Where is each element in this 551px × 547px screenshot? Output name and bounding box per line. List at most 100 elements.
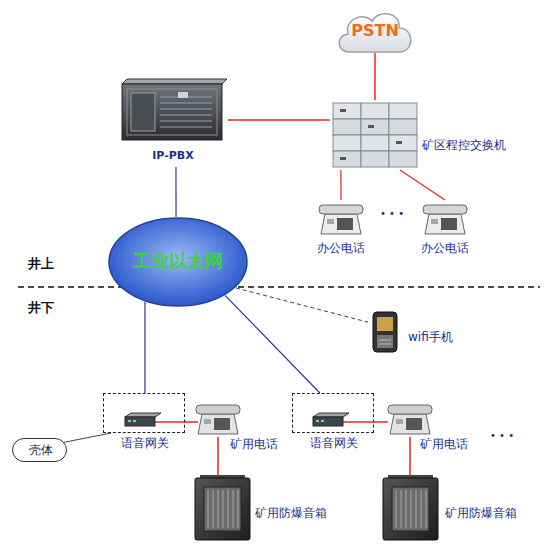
- office-phone-illustration: [319, 205, 363, 234]
- zone-label: 井下: [28, 300, 54, 316]
- node-label: 壳体: [13, 443, 68, 457]
- exchange-rack-illustration: [396, 141, 402, 144]
- connector-line: [374, 421, 388, 423]
- voice-gateway-illustration: [316, 420, 319, 422]
- callout-box: 壳体: [12, 438, 67, 462]
- server-illustration: [160, 127, 212, 128]
- mine-phone-illustration: [406, 418, 422, 430]
- office-phone-illustration: [423, 205, 467, 214]
- connector-line: [340, 170, 341, 200]
- server-illustration: [160, 109, 212, 110]
- node-label: wifi手机: [408, 330, 453, 344]
- node-label: 语音网关: [293, 436, 375, 450]
- node-label: 工业以太网: [108, 250, 248, 272]
- speaker-illustration: [416, 490, 417, 528]
- voice-gateway-illustration: [125, 417, 155, 426]
- gateway-wire: [343, 421, 374, 423]
- wifi-phone-illustration: [377, 335, 393, 348]
- office-phone-illustration: [337, 218, 353, 230]
- server-illustration: [160, 115, 212, 116]
- exchange-rack-illustration: [389, 151, 417, 167]
- voice-gateway-illustration: [321, 420, 324, 422]
- mine-phone-illustration: [390, 414, 430, 434]
- connector-line: [400, 170, 445, 200]
- exchange-rack-illustration: [361, 151, 389, 167]
- exchange-rack-illustration: [333, 135, 361, 151]
- node-label: 办公电话: [416, 241, 474, 255]
- speaker-illustration: [238, 490, 239, 528]
- voice-gateway-illustration: [125, 413, 161, 426]
- office-phone-illustration: [319, 205, 363, 214]
- server-illustration: [160, 103, 212, 104]
- node-label: 矿用防爆音箱: [445, 506, 517, 520]
- office-phone: 办公电话: [312, 200, 370, 257]
- speaker-illustration: [401, 490, 402, 528]
- speaker-illustration: [233, 490, 234, 528]
- wifi-phone-illustration: [373, 312, 397, 352]
- server-illustration: [160, 121, 212, 122]
- speaker-illustration: [195, 475, 250, 540]
- ellipsis-mark: • • •: [490, 430, 514, 442]
- office-phone-illustration: [425, 214, 465, 234]
- office-phone-illustration: [423, 205, 467, 234]
- speaker-illustration: [392, 487, 429, 531]
- speaker-illustration: [383, 475, 438, 540]
- mine-phone-illustration: [196, 405, 240, 434]
- exchange-rack-illustration: [389, 103, 417, 119]
- wifi-phone-illustration: [373, 312, 397, 352]
- connector-line: [236, 288, 368, 322]
- exchange-rack-illustration: [333, 103, 361, 119]
- voice-gateway-illustration: [133, 420, 136, 422]
- ip-pbx-server: IP-PBX: [118, 75, 228, 167]
- mine-phone-illustration: [204, 419, 211, 424]
- exchange-rack-illustration: [361, 119, 389, 135]
- office-phone-illustration: [431, 219, 438, 224]
- gateway-housing: 语音网关: [292, 393, 374, 433]
- node-label: 矿用电话: [230, 437, 278, 451]
- exchange-rack-illustration: [361, 135, 389, 151]
- mine-phone: 矿用电话: [388, 403, 468, 437]
- exchange-rack-illustration: [368, 125, 374, 128]
- wifi-phone: wifi手机: [368, 310, 458, 355]
- connector-line: [374, 53, 376, 100]
- speaker-illustration: [411, 490, 412, 528]
- gateway-wire: [343, 422, 374, 423]
- office-phone: 办公电话: [416, 200, 474, 257]
- connector-line: [175, 167, 176, 217]
- node-label: 矿区程控交换机: [422, 138, 506, 152]
- exchange-rack-illustration: [333, 151, 361, 167]
- speaker-illustration: [213, 490, 214, 528]
- exchange-rack-illustration: [340, 109, 346, 112]
- server-illustration: [122, 79, 227, 84]
- server-illustration: [178, 92, 188, 98]
- mine-phone-illustration: [214, 418, 230, 430]
- office-phone-illustration: [321, 214, 361, 234]
- mine-phone-illustration: [396, 419, 403, 424]
- office-phone-illustration: [441, 218, 457, 230]
- zone-label: 井上: [28, 256, 54, 272]
- voice-gateway-illustration: [313, 417, 343, 426]
- exchange-rack-illustration: [361, 103, 389, 119]
- connector-line: [409, 437, 411, 476]
- speaker-illustration: [421, 490, 422, 528]
- speaker-illustration: [396, 490, 397, 528]
- gateway-housing: 语音网关: [103, 393, 185, 433]
- connector-line: [144, 302, 145, 393]
- exchange-rack-illustration: [389, 135, 417, 151]
- mine-phone: 矿用电话: [198, 403, 278, 437]
- gateway-wire: [155, 422, 185, 423]
- speaker-illustration: [383, 478, 438, 540]
- node-label: 办公电话: [312, 241, 370, 255]
- pstn-cloud: PSTN: [335, 8, 415, 53]
- exchange-rack-illustration: [333, 103, 417, 167]
- voice-gateway-illustration: [313, 413, 349, 417]
- speaker-illustration: [228, 490, 229, 528]
- explosion-proof-speaker: 矿用防爆音箱: [193, 476, 335, 542]
- voice-gateway-illustration: [128, 420, 131, 422]
- ellipsis-mark: • • •: [380, 208, 404, 220]
- mine-phone-illustration: [388, 405, 432, 414]
- wifi-phone-illustration: [377, 317, 393, 331]
